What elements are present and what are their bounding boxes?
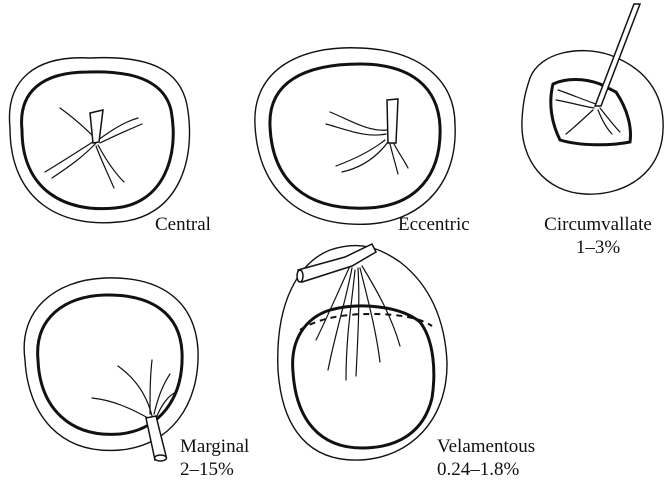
eccentric-placenta — [255, 48, 455, 225]
velamentous-label: Velamentous 0.24–1.8% — [437, 436, 535, 482]
eccentric-label: Eccentric — [398, 214, 470, 237]
marginal-name: Marginal — [180, 436, 249, 459]
circumvallate-placenta — [522, 4, 663, 194]
velamentous-frequency: 0.24–1.8% — [437, 459, 535, 482]
marginal-cord — [146, 416, 166, 460]
marginal-label: Marginal 2–15% — [180, 436, 249, 482]
velamentous-vessels — [316, 266, 400, 380]
marginal-placenta — [24, 278, 198, 461]
circumvallate-vessels — [556, 90, 620, 134]
velamentous-placenta — [278, 244, 447, 460]
central-placenta — [9, 58, 189, 223]
central-label: Central — [155, 214, 211, 237]
circumvallate-frequency: 1–3% — [528, 237, 668, 260]
marginal-vessels — [92, 360, 176, 418]
circumvallate-cord — [595, 4, 640, 106]
marginal-frequency: 2–15% — [180, 459, 249, 482]
circumvallate-label: Circumvallate 1–3% — [528, 214, 668, 260]
eccentric-cord — [387, 99, 398, 143]
circumvallate-name: Circumvallate — [528, 214, 668, 237]
velamentous-name: Velamentous — [437, 436, 535, 459]
